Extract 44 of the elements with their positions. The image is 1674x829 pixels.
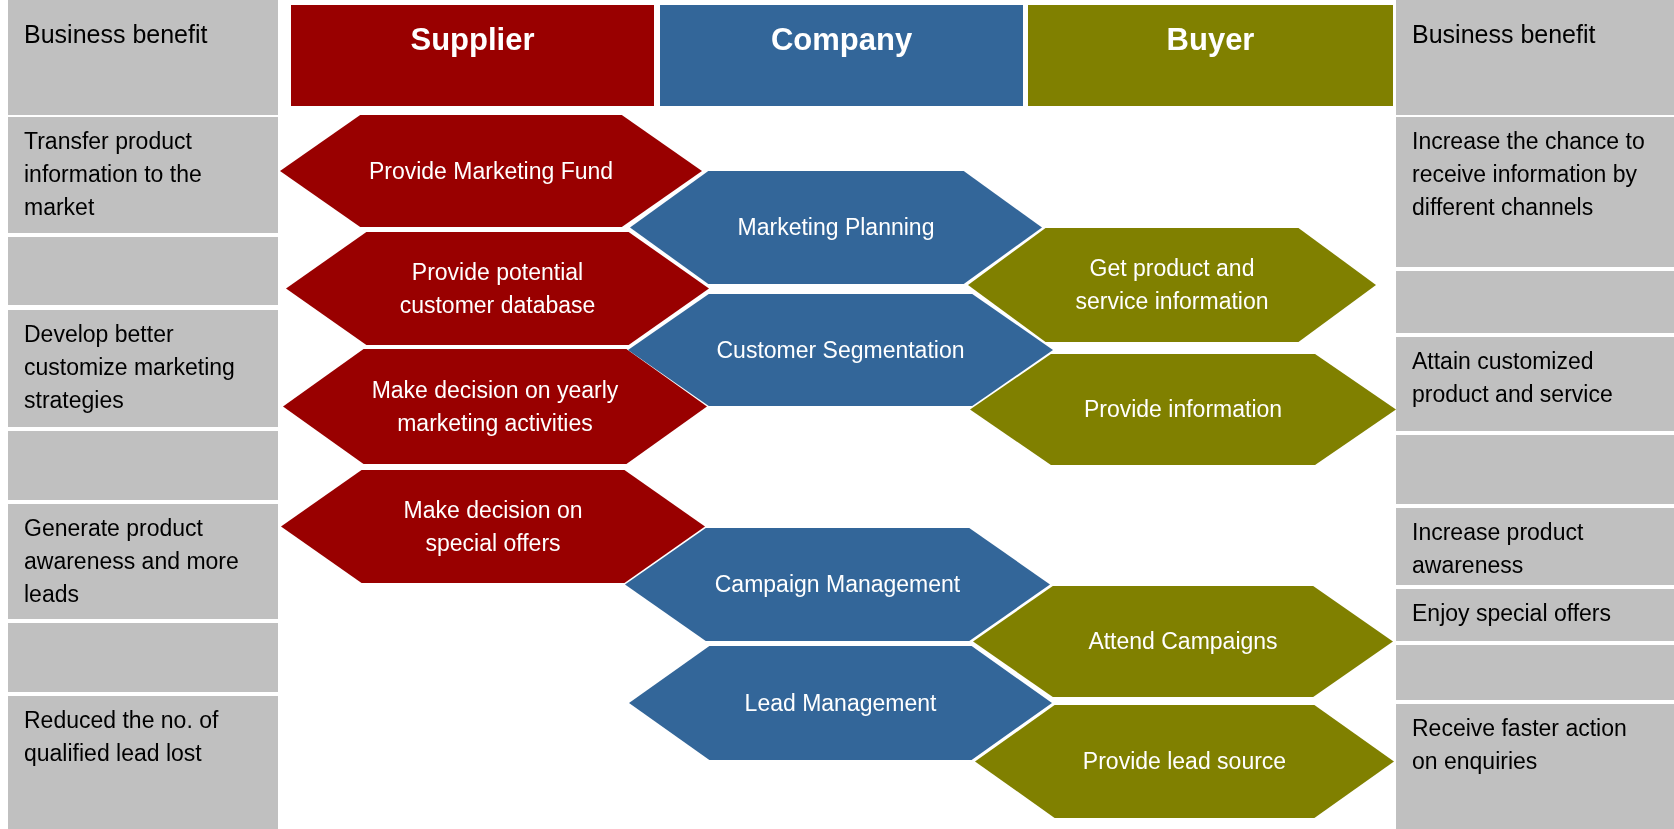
role-header: Company	[660, 5, 1023, 106]
benefit-cell: Develop better customize marketing strategies	[8, 310, 278, 427]
process-hexagon	[629, 646, 1052, 760]
benefit-cell: Increase the chance to receive information by different channels	[1396, 117, 1674, 267]
role-header: Supplier	[291, 5, 654, 106]
benefit-cell: Increase product awareness	[1396, 508, 1674, 585]
step-label: Get product and service information	[1074, 254, 1270, 316]
process-hexagon	[280, 115, 702, 227]
step-label: Lead Management	[743, 688, 938, 718]
process-hexagon	[968, 228, 1376, 342]
process-hexagon	[975, 705, 1394, 818]
benefit-cell: Transfer product information to the market	[8, 117, 278, 233]
step-label: Provide lead source	[1081, 747, 1288, 776]
step-label: Campaign Management	[713, 570, 962, 599]
empty-cell	[1396, 435, 1674, 504]
benefit-cell: Reduced the no. of qualified lead lost	[8, 696, 278, 829]
process-hexagon	[630, 171, 1042, 284]
step-label: Make decision on special offers	[402, 495, 584, 558]
step-label: Attend Campaigns	[1087, 627, 1279, 656]
empty-cell	[1396, 271, 1674, 333]
role-header: Buyer	[1028, 5, 1393, 106]
step-label: Provide information	[1082, 395, 1284, 424]
column-header: Business benefit	[8, 0, 278, 115]
process-hexagon	[283, 349, 707, 464]
empty-cell	[8, 237, 278, 305]
step-label: Customer Segmentation	[715, 335, 966, 365]
step-label: Provide potential customer database	[398, 257, 597, 320]
step-label: Make decision on yearly marketing activities	[370, 375, 620, 438]
process-hexagon	[973, 586, 1393, 697]
step-label: Marketing Planning	[736, 213, 936, 242]
process-hexagon	[286, 232, 709, 345]
column-header: Business benefit	[1396, 0, 1674, 115]
empty-cell	[1396, 645, 1674, 700]
empty-cell	[8, 431, 278, 500]
process-hexagon	[628, 294, 1053, 406]
benefit-cell: Generate product awareness and more leads	[8, 504, 278, 619]
process-hexagon	[281, 470, 705, 583]
benefit-cell: Enjoy special offers	[1396, 589, 1674, 641]
process-hexagon	[625, 528, 1050, 641]
benefit-cell: Receive faster action on enquiries	[1396, 704, 1674, 829]
step-label: Provide Marketing Fund	[367, 156, 615, 186]
empty-cell	[8, 623, 278, 692]
benefit-cell: Attain customized product and service	[1396, 337, 1674, 431]
process-hexagon	[970, 354, 1396, 465]
